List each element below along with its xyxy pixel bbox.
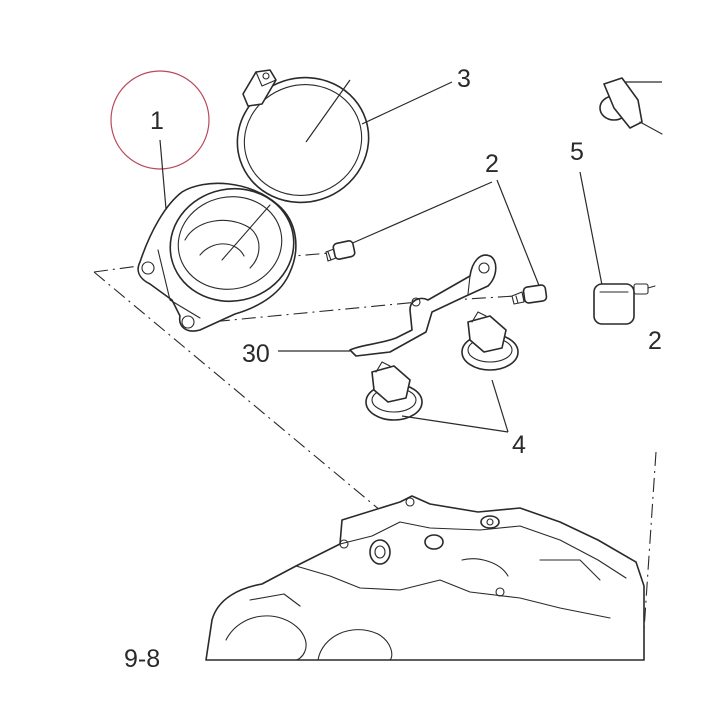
- callout-5: 5: [570, 138, 584, 166]
- callout-4: 4: [512, 431, 526, 459]
- hose-clamp-ring: [236, 69, 370, 204]
- engine-cylinder-head: [205, 495, 645, 661]
- highlight-circle: [110, 70, 210, 170]
- callout-30: 30: [242, 340, 270, 368]
- bracket: [349, 254, 497, 357]
- bolt-lower: [511, 284, 548, 305]
- intake-adaptor: [137, 182, 297, 332]
- partial-clamp-top-right: [599, 77, 663, 135]
- sensor: [593, 283, 656, 325]
- callout-1: 1: [150, 107, 164, 135]
- bolt-upper: [325, 240, 356, 262]
- page-number: 9-8: [124, 645, 160, 673]
- callout-2: 2: [485, 150, 499, 178]
- callout-3: 3: [457, 65, 471, 93]
- callout-2-right: 2: [648, 327, 662, 355]
- small-clamp-left: [365, 361, 423, 421]
- small-clamp-right: [461, 311, 519, 371]
